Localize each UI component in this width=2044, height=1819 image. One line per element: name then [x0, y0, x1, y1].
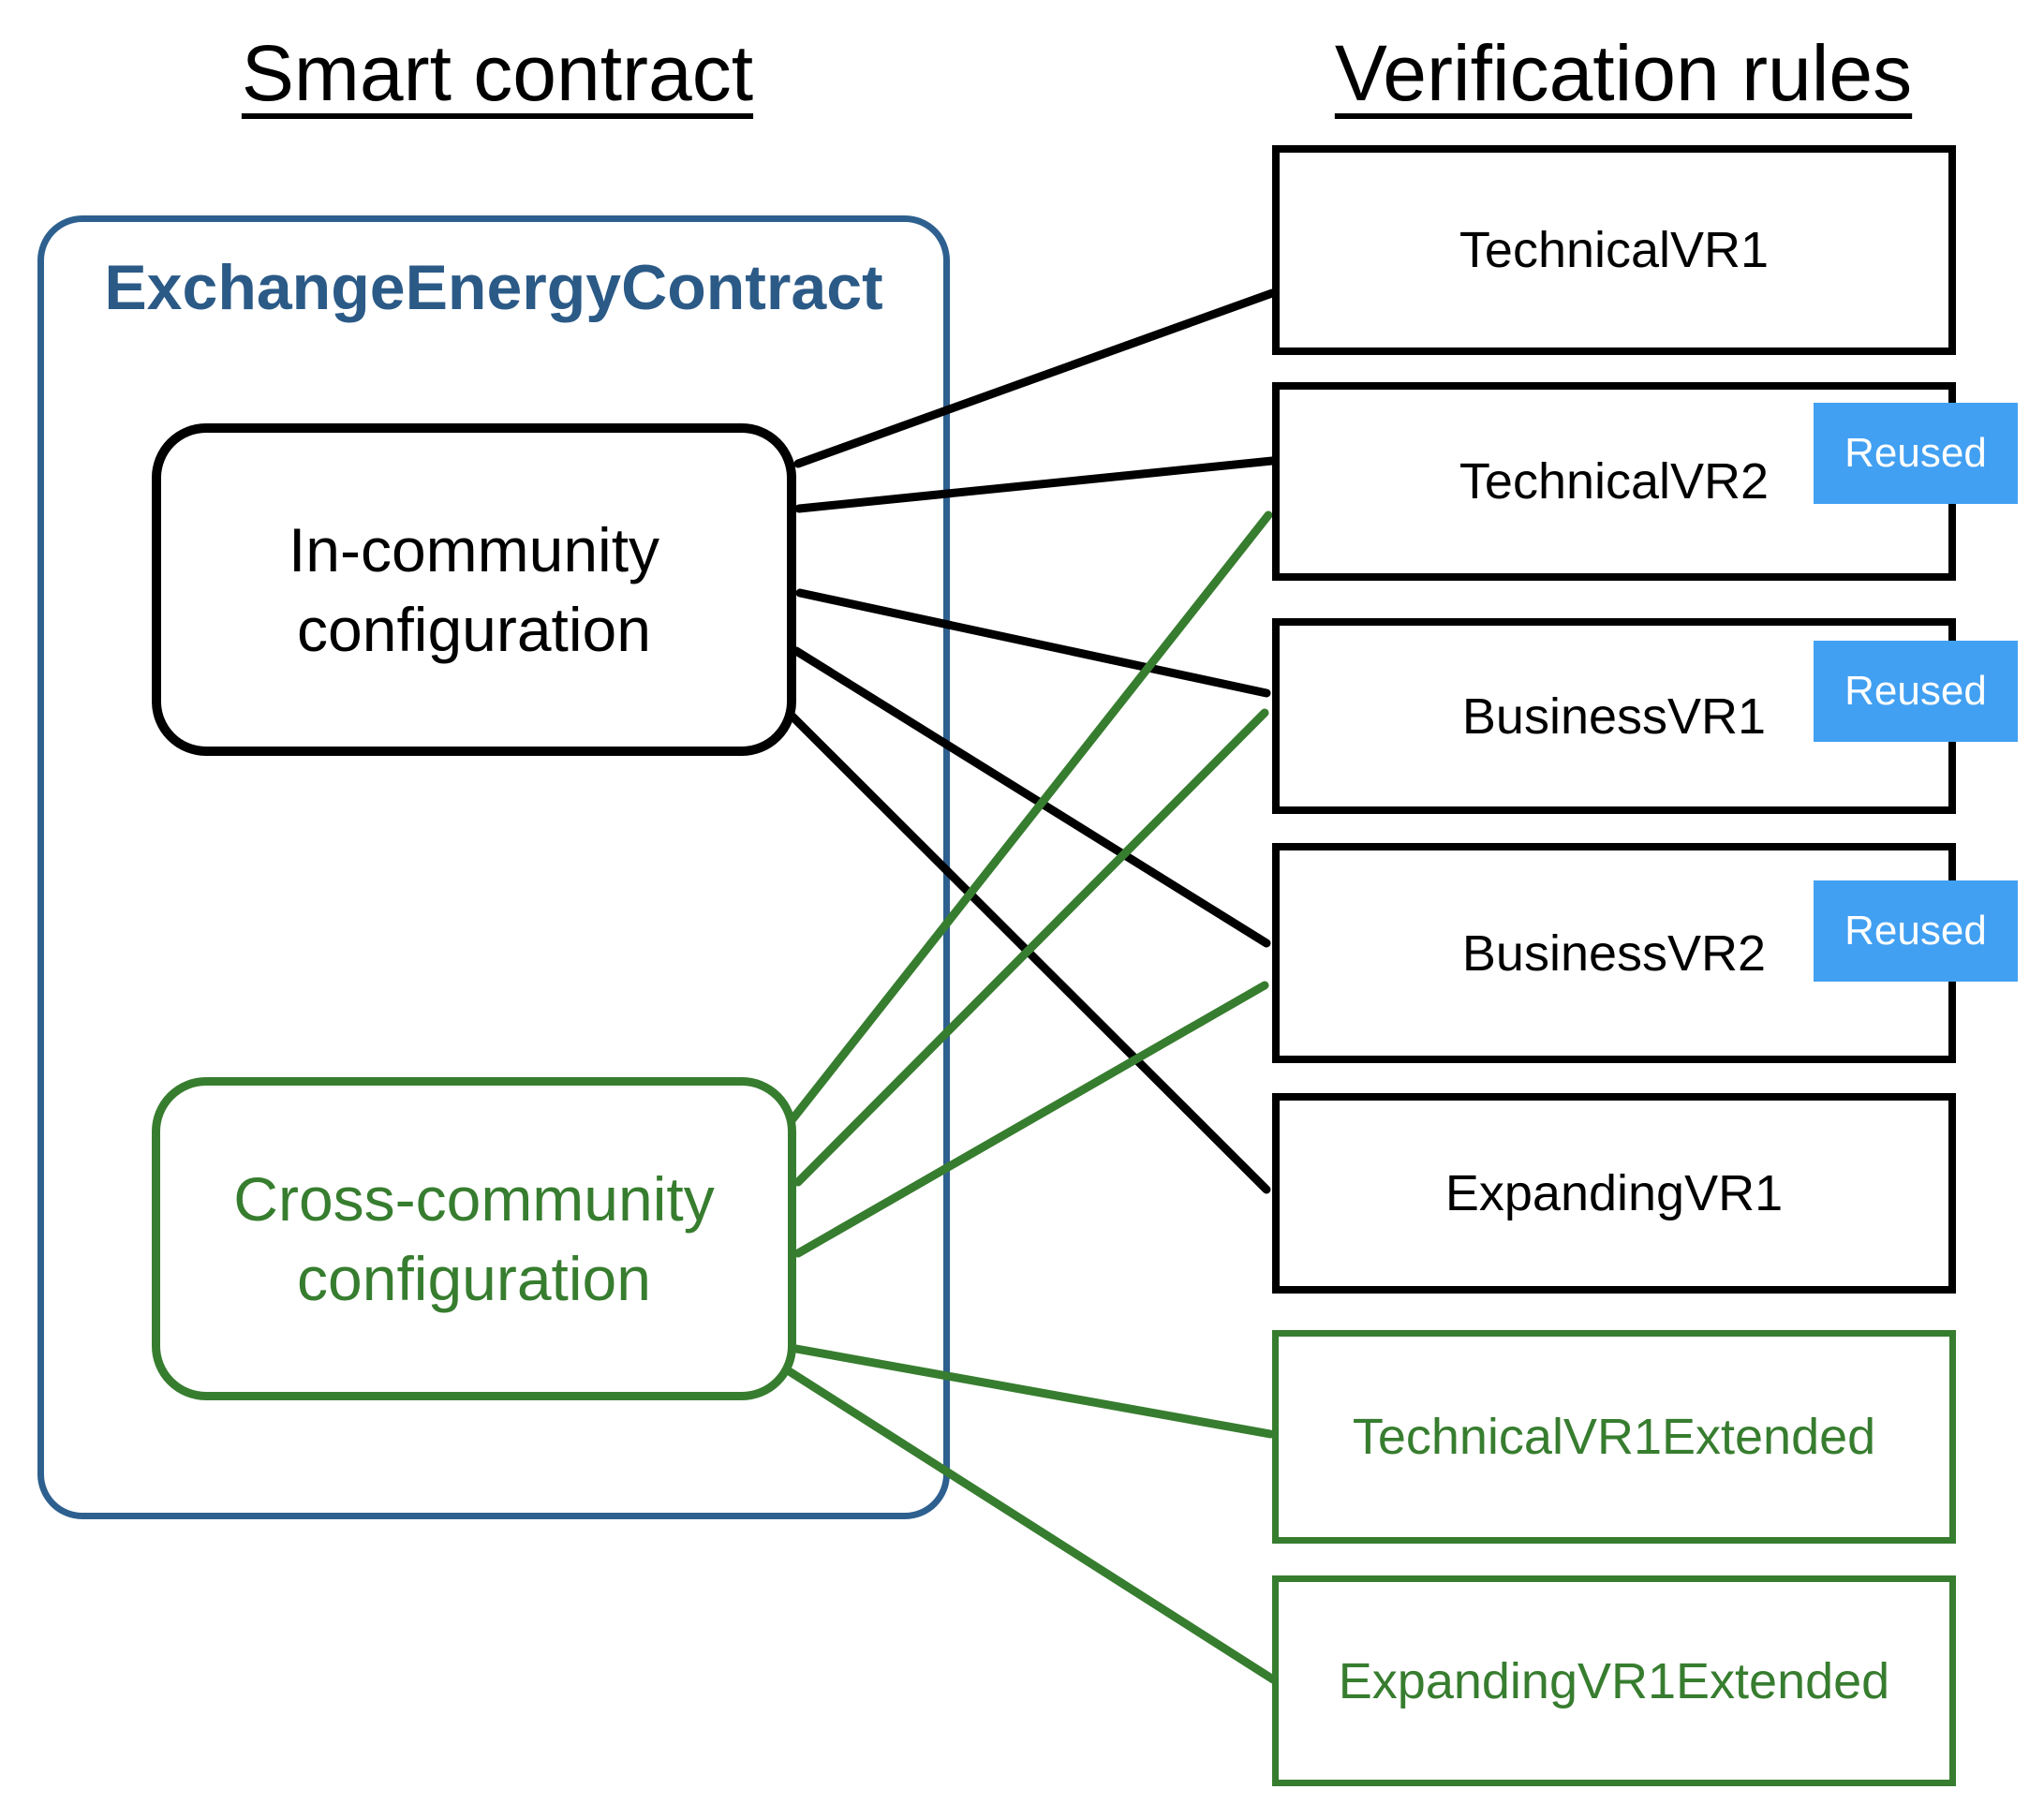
rule-node-expandingvr1: ExpandingVR1 — [1272, 1093, 1956, 1294]
rule-node-businessvr2: BusinessVR2 Reused — [1272, 843, 2018, 1063]
exchange-energy-contract-label: ExchangeEnergyContract — [104, 252, 883, 323]
rule-node-technicalvr2: TechnicalVR2 Reused — [1272, 382, 2018, 581]
reused-badge: Reused — [1814, 641, 2018, 742]
rule-label: TechnicalVR2 — [1459, 453, 1770, 510]
cross-community-configuration-node: Cross-community configuration — [152, 1077, 796, 1400]
in-community-label-line1: In-community — [288, 515, 660, 585]
rule-label: ExpandingVR1 — [1444, 1165, 1784, 1221]
rule-label: ExpandingVR1Extended — [1338, 1652, 1890, 1709]
reused-badge: Reused — [1814, 403, 2018, 504]
rule-node-technicalvr1: TechnicalVR1 — [1272, 145, 1956, 355]
cross-community-label-line2: configuration — [297, 1243, 651, 1313]
smart-contract-title: Smart contract — [241, 29, 754, 117]
rule-label: TechnicalVR1 — [1459, 222, 1770, 278]
cross-community-label-line1: Cross-community — [233, 1164, 715, 1235]
rule-label: BusinessVR2 — [1461, 924, 1767, 982]
in-community-configuration-node: In-community configuration — [152, 423, 796, 756]
rule-label: TechnicalVR1Extended — [1352, 1409, 1876, 1465]
rule-node-businessvr1: BusinessVR1 Reused — [1272, 618, 2018, 814]
in-community-label-line2: configuration — [297, 594, 651, 664]
reused-badge: Reused — [1814, 880, 2018, 982]
verification-rules-title: Verification rules — [1334, 29, 1913, 117]
rule-node-expandingvr1extended: ExpandingVR1Extended — [1272, 1575, 1956, 1786]
rule-node-technicalvr1extended: TechnicalVR1Extended — [1272, 1330, 1956, 1544]
rule-label: BusinessVR1 — [1461, 688, 1767, 745]
